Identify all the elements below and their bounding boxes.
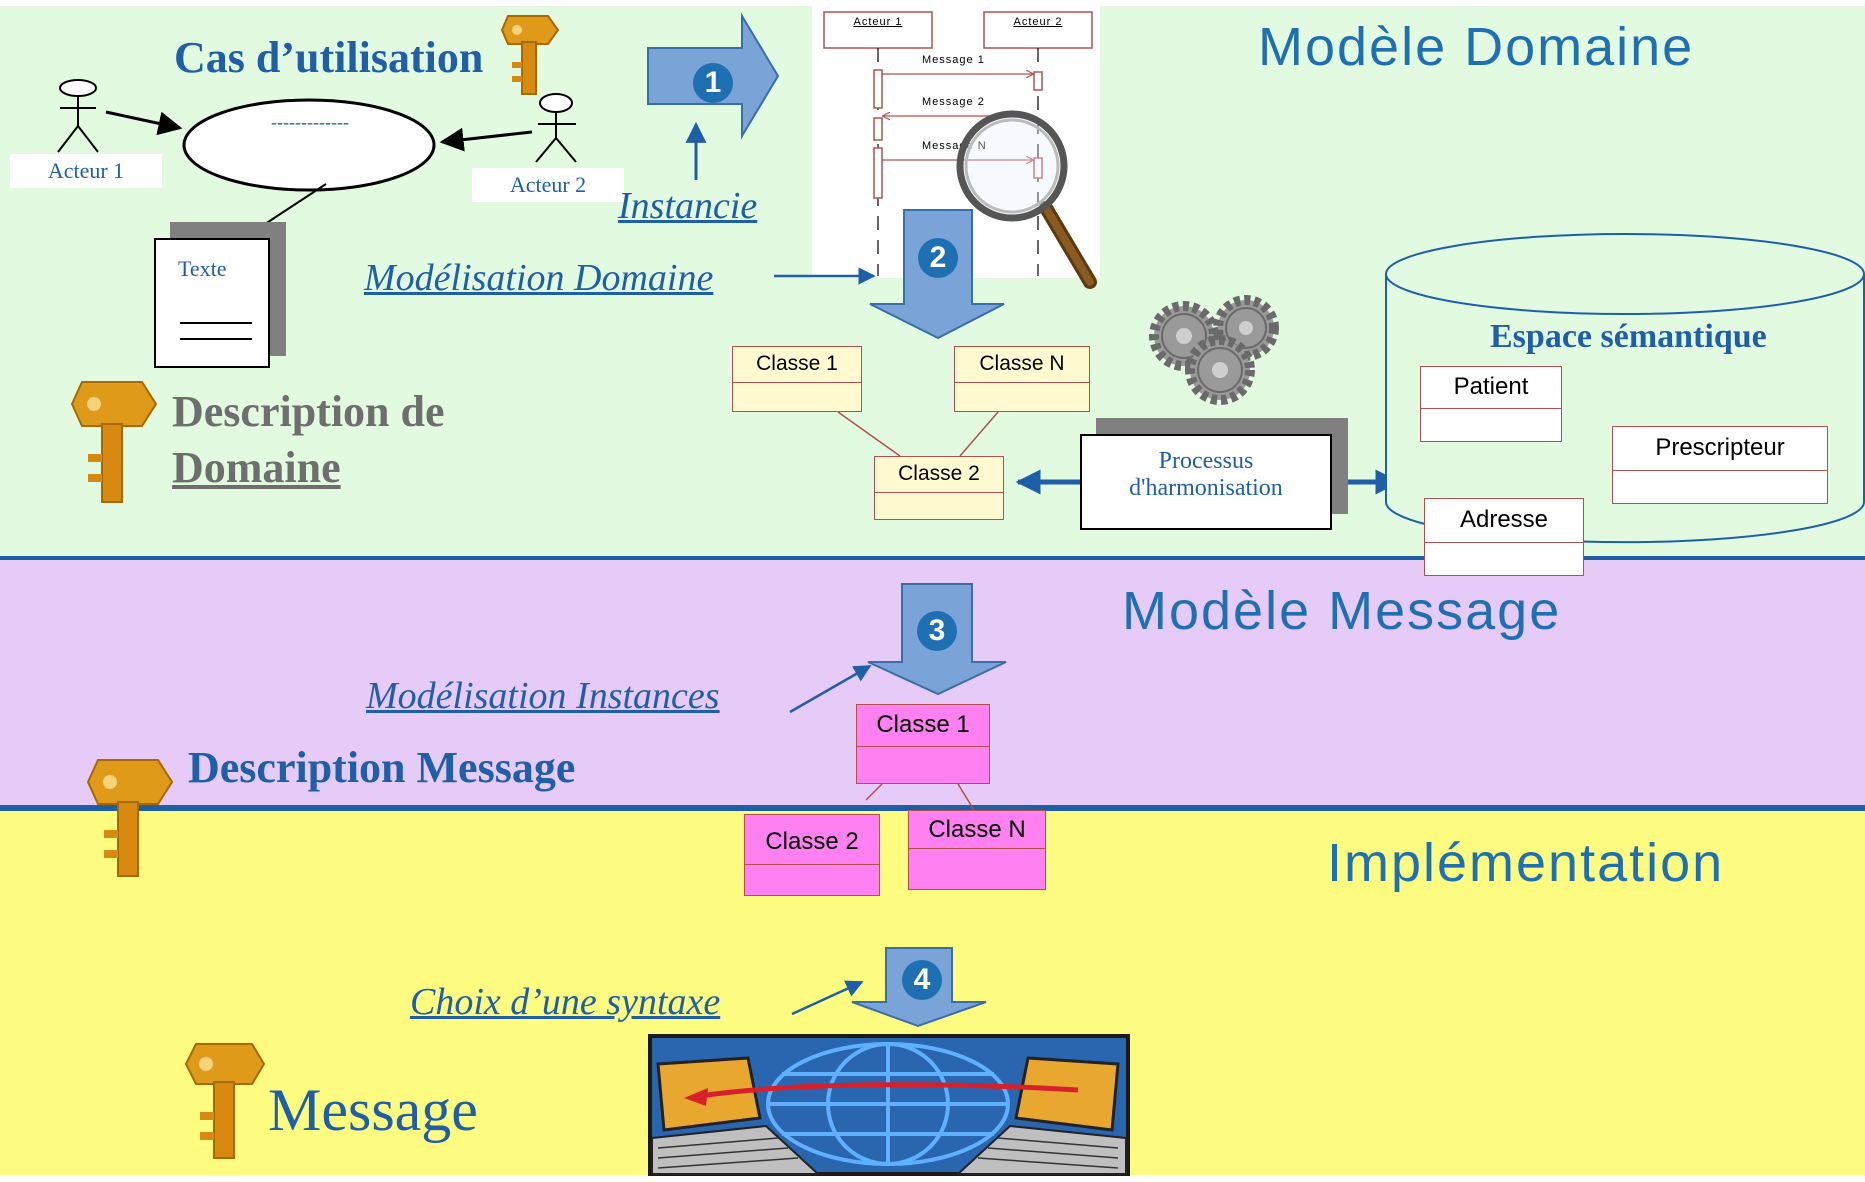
page-frame-top — [0, 0, 1865, 6]
semantic-class-prescripteur: Prescripteur — [1612, 426, 1828, 504]
class-name: Classe N — [955, 347, 1089, 383]
step-4-badge: 4 — [902, 960, 942, 1000]
step-2-badge: 2 — [918, 238, 958, 278]
message-class-1: Classe 1 — [856, 704, 990, 784]
key-icon — [184, 1043, 266, 1159]
domain-model-title: Modèle Domaine — [1258, 17, 1695, 77]
message-model-title: Modèle Message — [1122, 581, 1562, 641]
class-name: Patient — [1421, 367, 1561, 409]
harmonisation-line2: d'harmonisation — [1129, 475, 1283, 501]
document-icon: Texte — [154, 238, 270, 368]
implementation-title: Implémentation — [1327, 833, 1725, 893]
class-name: Prescripteur — [1613, 427, 1827, 471]
actor-2-icon — [535, 93, 577, 163]
band-separator — [0, 556, 1865, 560]
message-class-links — [865, 783, 975, 811]
semantic-class-adresse: Adresse — [1424, 498, 1584, 576]
implementation-message-label: Message — [268, 1077, 478, 1143]
class-name: Classe 2 — [745, 815, 879, 865]
sequence-diagram-drawing — [823, 11, 1093, 276]
use-case-connectors — [105, 110, 707, 227]
step-3-badge: 3 — [917, 611, 957, 651]
gears-icon — [1149, 295, 1279, 405]
message-class-n: Classe N — [908, 810, 1046, 890]
class-name: Classe 1 — [857, 705, 989, 747]
class-name: Adresse — [1425, 499, 1583, 543]
modelisation-domaine-label: Modélisation Domaine — [364, 257, 714, 299]
class-name: Classe 2 — [875, 457, 1003, 493]
actor-1-label: Acteur 1 — [10, 154, 162, 188]
domain-class-1: Classe 1 — [732, 346, 862, 412]
document-label: Texte — [178, 256, 227, 281]
key-icon — [500, 15, 560, 95]
modelisation-instances-pointer — [789, 664, 872, 714]
seq-message-1: Message 1 — [922, 54, 985, 66]
class-name: Classe N — [909, 811, 1045, 849]
use-case-oval — [182, 98, 436, 192]
modelisation-instances-label: Modélisation Instances — [366, 675, 720, 717]
actor-2-label: Acteur 2 — [472, 168, 624, 202]
network-transfer-icon — [648, 1034, 1130, 1176]
choix-syntaxe-label: Choix d’une syntaxe — [410, 981, 721, 1023]
use-case-oval-text: ------------- — [271, 112, 349, 132]
message-class-2: Classe 2 — [744, 814, 880, 896]
key-icon — [86, 759, 174, 877]
class-name: Classe 1 — [733, 347, 861, 383]
domain-description-line1: Description de — [172, 387, 445, 436]
key-icon — [70, 381, 158, 503]
seq-actor-1-label: Acteur 1 — [853, 16, 903, 28]
semantic-class-patient: Patient — [1420, 366, 1562, 442]
message-description: Description Message — [188, 743, 576, 792]
semantic-space-title: Espace sémantique — [1490, 318, 1767, 355]
document-line — [180, 338, 252, 340]
seq-message-2: Message 2 — [922, 96, 985, 108]
magnifier-icon — [956, 110, 1097, 289]
document-line — [180, 322, 252, 324]
actor-1-icon — [57, 79, 99, 153]
use-case-title: Cas d’utilisation — [174, 33, 484, 82]
harmonisation-line1: Processus — [1158, 448, 1254, 474]
harmonisation-box: Processus d'harmonisation — [1080, 434, 1332, 530]
modelisation-domaine-pointer — [774, 267, 876, 285]
band-separator — [0, 805, 1865, 811]
domain-description-line2: Domaine — [172, 443, 341, 492]
step-1-badge: 1 — [693, 63, 733, 103]
domain-class-2: Classe 2 — [874, 456, 1004, 520]
choix-syntaxe-pointer — [791, 980, 864, 1016]
seq-actor-2-label: Acteur 2 — [1013, 16, 1063, 28]
domain-class-n: Classe N — [954, 346, 1090, 412]
page-frame-bottom — [0, 1175, 1865, 1182]
domain-class-links — [837, 411, 999, 457]
instancie-label: Instancie — [618, 185, 758, 227]
